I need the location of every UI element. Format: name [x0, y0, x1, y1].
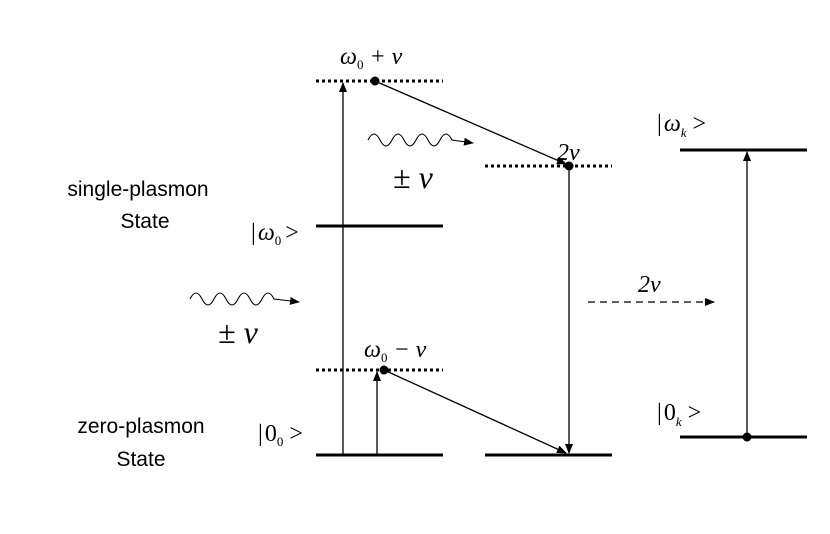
omega0-plus-nu-label: ω0 + ν	[340, 44, 403, 72]
dot-omega0-minus-nu	[379, 365, 389, 375]
dot-omega0-plus-nu	[370, 76, 380, 86]
wavy-photon-upper	[367, 133, 474, 147]
dot-two-nu	[564, 161, 574, 171]
ket-zerok-label: |0k>	[657, 400, 701, 429]
zero-plasmon-state-label: State	[116, 448, 165, 471]
dot-zerok	[742, 432, 752, 442]
pm-nu-upper-label: ± ν	[393, 159, 434, 195]
arrow-omega0-plus-nu-to-two-nu	[374, 80, 567, 165]
pm-nu-left-label: ± ν	[218, 314, 259, 350]
ket-zero0-label: |00>	[258, 421, 303, 449]
single-plasmon-label: single-plasmon	[67, 178, 208, 201]
zero-plasmon-label: zero-plasmon	[77, 415, 204, 438]
ket-omegak-label: |ωk>	[657, 111, 706, 140]
omega0-minus-nu-label: ω0 − ν	[364, 337, 427, 365]
ket-omega0-label: |ω0>	[251, 220, 299, 248]
arrow-omega0-minus-nu-to-zero0	[383, 369, 567, 454]
single-plasmon-state-label: State	[120, 210, 169, 233]
two-nu-right-label: 2ν	[638, 272, 661, 298]
wavy-photon-left	[189, 292, 300, 306]
